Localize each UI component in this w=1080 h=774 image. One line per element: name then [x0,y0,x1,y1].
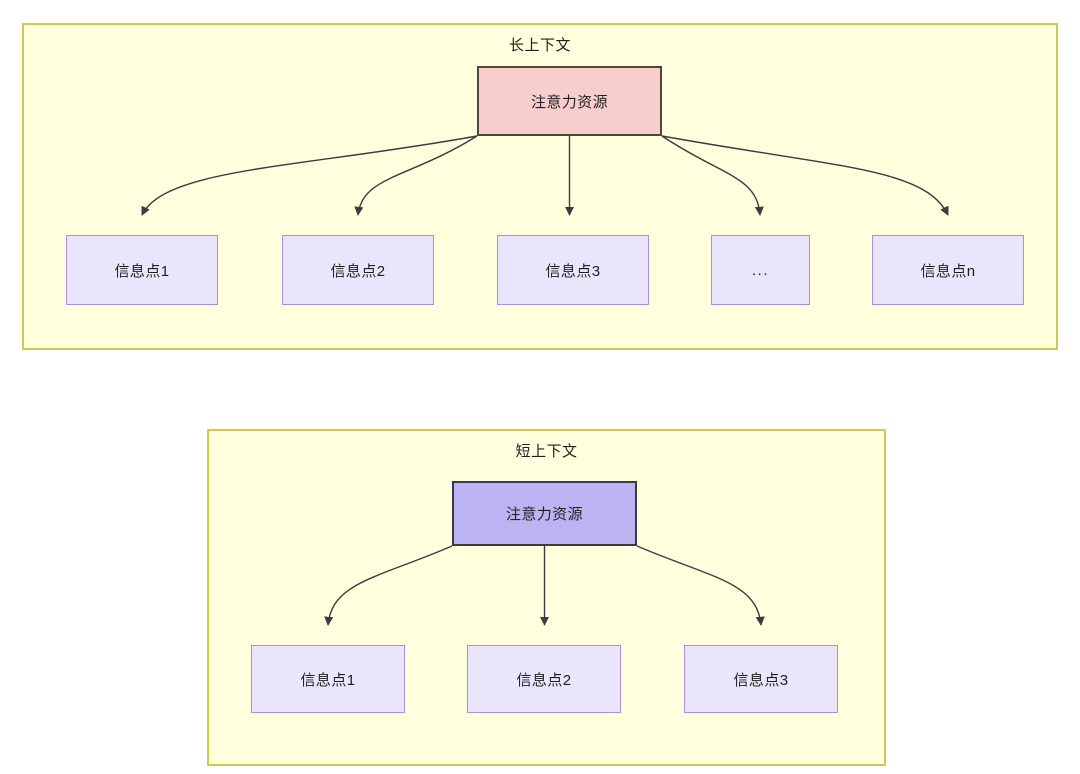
short-context-attention-node[interactable]: 注意力资源 [452,481,637,546]
long-context-attention-node[interactable]: 注意力资源 [477,66,662,136]
long-context-info-node-2[interactable]: 信息点2 [282,235,434,305]
short-context-container: 短上下文 [207,429,886,766]
long-context-title: 长上下文 [508,37,571,54]
long-context-info-node-3[interactable]: 信息点3 [497,235,649,305]
short-context-info-node-3[interactable]: 信息点3 [684,645,838,713]
long-context-info-node-n[interactable]: 信息点n [872,235,1024,305]
short-context-title: 短上下文 [515,443,578,460]
short-context-info-node-1[interactable]: 信息点1 [251,645,405,713]
short-context-info-node-2[interactable]: 信息点2 [467,645,621,713]
long-context-info-node-1[interactable]: 信息点1 [66,235,218,305]
long-context-info-node-ellipsis[interactable]: ... [711,235,810,305]
